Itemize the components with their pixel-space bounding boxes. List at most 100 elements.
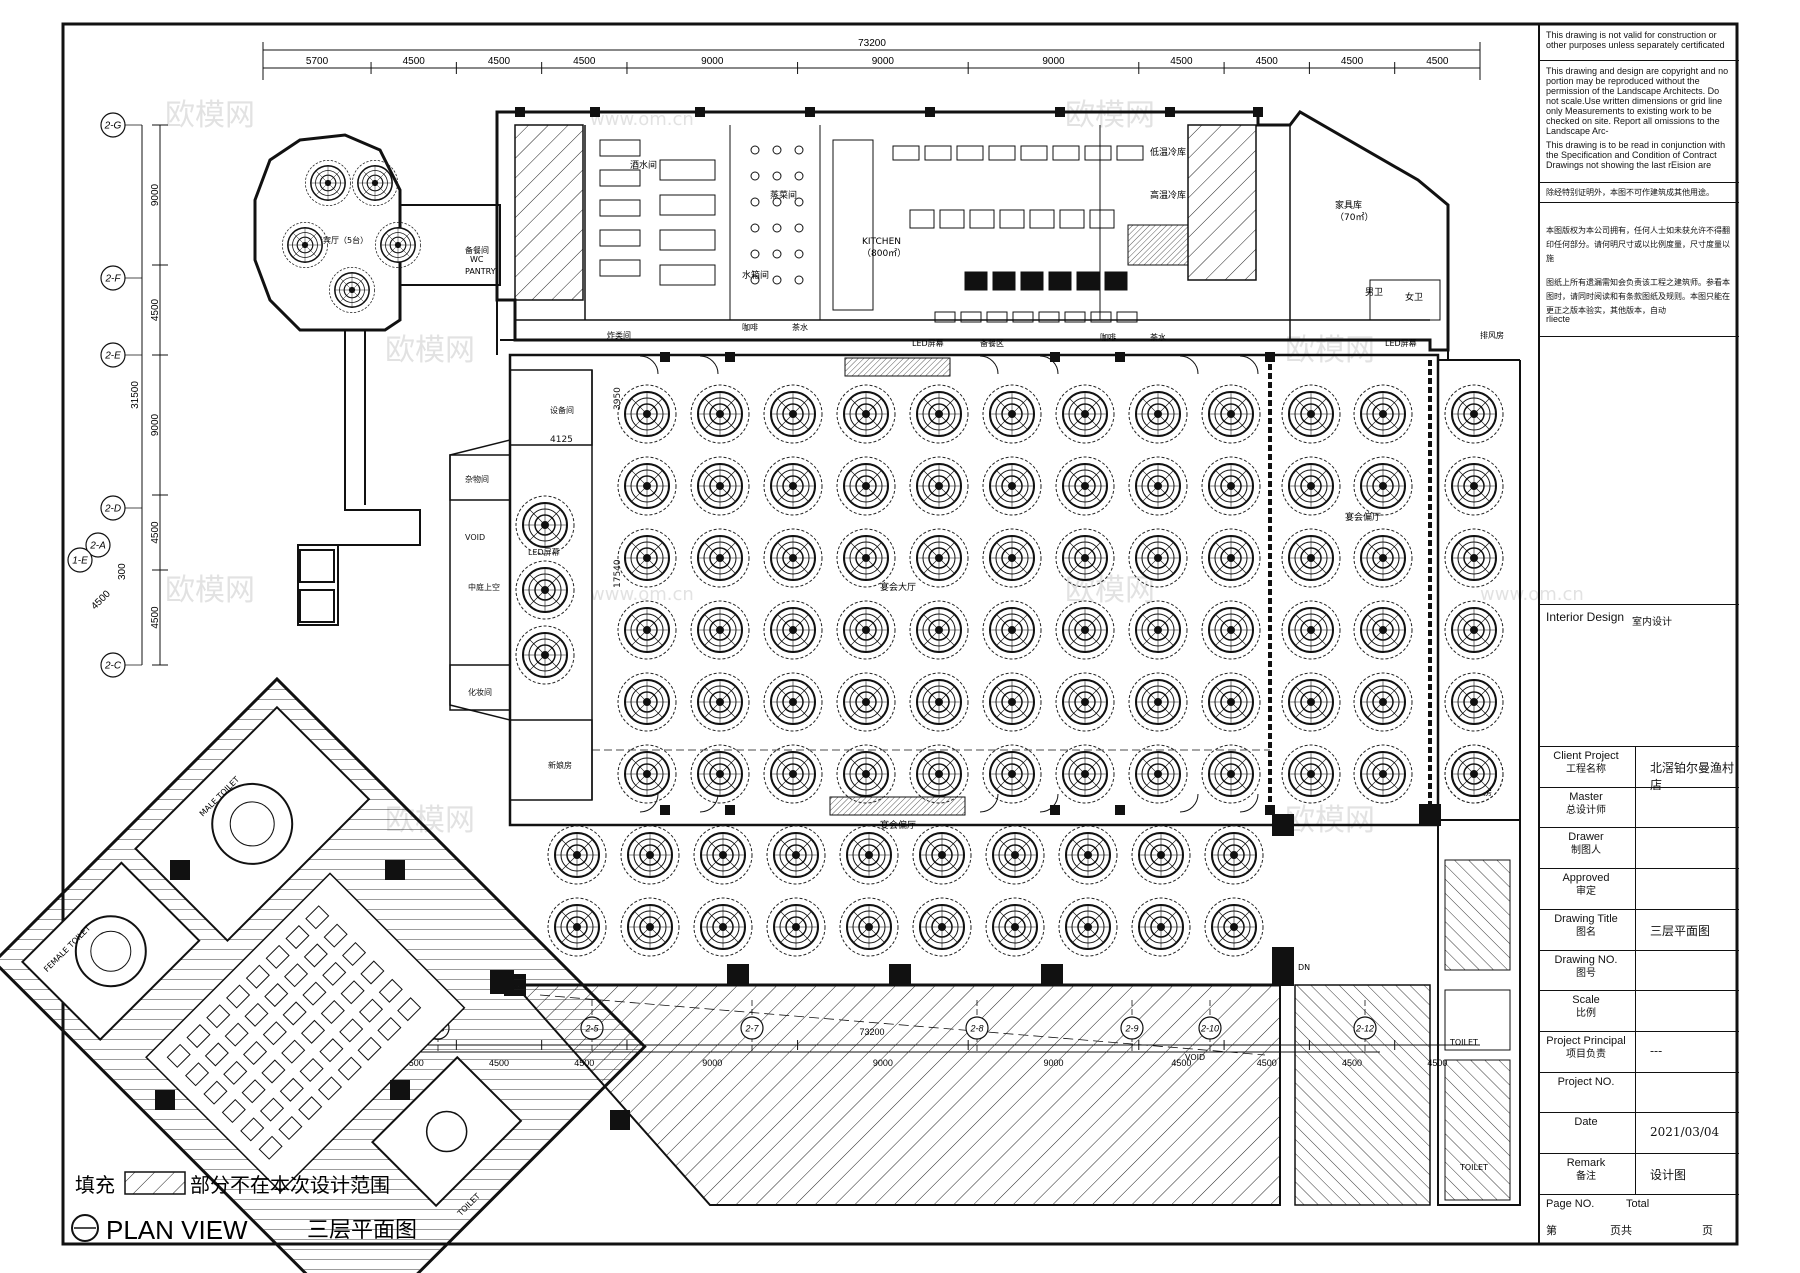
room-label: 贵宾厅（5台） [315, 235, 368, 245]
note-validity: This drawing is not valid for constructi… [1546, 30, 1725, 50]
banquet-table [763, 384, 823, 444]
banquet-table [982, 600, 1042, 660]
titleblock-label-cn: 项目负责 [1566, 1048, 1606, 1060]
banquet-table [515, 625, 575, 685]
room-label: （70㎡） [1335, 212, 1373, 223]
legend-text: 部分不在本次设计范围 [190, 1173, 390, 1197]
banquet-table [909, 528, 969, 588]
grid-axis-label: 2-9 [1124, 1024, 1138, 1034]
room-label: 化妆间 [468, 687, 492, 697]
banquet-table [1281, 600, 1341, 660]
grid-row-axes: 2-G2-F2-E2-D2-A1-E2-C [67, 112, 142, 678]
room-label: 水箱间 [742, 269, 769, 281]
column [1115, 352, 1125, 362]
column [1050, 805, 1060, 815]
vip-table [281, 221, 329, 269]
banquet-table [763, 528, 823, 588]
banquet-table [1204, 825, 1264, 885]
banquet-table [620, 897, 680, 957]
banquet-table [1128, 744, 1188, 804]
column [1115, 805, 1125, 815]
dim-bottom-bay: 9000 [873, 1058, 893, 1068]
banquet-table [1201, 456, 1261, 516]
banquet-table [1128, 672, 1188, 732]
banquet-table [766, 897, 826, 957]
banquet-table [617, 672, 677, 732]
titleblock-value: --- [1650, 1043, 1663, 1058]
room-label: 低温冷库 [1150, 146, 1186, 158]
note-cn-3: 图纸上所有遗漏需知会负责该工程之建筑师。参看本图时，请同时阅读和有条款图纸及规则… [1546, 278, 1730, 315]
dim-label: 4125 [550, 435, 573, 445]
dim-top-bay: 4500 [573, 56, 596, 67]
banquet-table [693, 825, 753, 885]
titleblock-label-cn: 比例 [1576, 1008, 1596, 1020]
column [515, 107, 525, 117]
column [1041, 964, 1063, 986]
west-corridor [297, 330, 421, 626]
room-label: 宴会偏厅 [1345, 511, 1381, 523]
column [725, 352, 735, 362]
room-label: 备餐区 [980, 338, 1004, 348]
banquet-table [763, 600, 823, 660]
dim-bottom-bay: 9000 [1043, 1058, 1063, 1068]
watermark: 欧模网 [1285, 803, 1375, 838]
grid-axis-label: 2-C [104, 661, 122, 672]
titleblock-label-en: Remark [1566, 1157, 1606, 1169]
dim-top-bay: 4500 [403, 56, 426, 67]
west-service-rooms: 设备间 4125 杂物间 VOID 中庭上空 化妆间 新娘房 LED屏幕 175… [449, 369, 623, 801]
banquet-table [1353, 384, 1413, 444]
room-label: 新娘房 [548, 760, 572, 770]
grid-axis-bubble [1198, 1016, 1222, 1040]
grid-axis-bubble [67, 547, 93, 573]
grid-axis-label: 2-E [104, 351, 121, 362]
room-label: 中庭上空 [468, 582, 500, 592]
banquet-table [1128, 456, 1188, 516]
room-label: 茶水 [792, 322, 808, 332]
banquet-table [690, 744, 750, 804]
note-copyright: This drawing and design are copyright an… [1546, 66, 1729, 136]
room-label: VOID [1185, 1053, 1205, 1062]
titleblock-label-en: Master [1569, 790, 1603, 803]
watermark: 欧模网 [165, 573, 255, 608]
grid-axis-bubble [1353, 1016, 1377, 1040]
banquet-table [1201, 672, 1261, 732]
titleblock-row: Drawing NO.图号 [1540, 949, 1739, 991]
dim-left-bay: 4500 [150, 298, 161, 321]
column [1055, 107, 1065, 117]
banquet-table [982, 672, 1042, 732]
room-label: TOILET [1459, 1163, 1488, 1172]
banquet-table [690, 528, 750, 588]
banquet-table [985, 825, 1045, 885]
connector-walls [496, 300, 1449, 360]
room-label: WC [470, 255, 484, 264]
titleblock-label-en: Project NO. [1557, 1075, 1615, 1088]
structural-columns [504, 107, 1441, 996]
column [1419, 804, 1441, 826]
banquet-table [1128, 384, 1188, 444]
title-cn: 三层平面图 [307, 1218, 417, 1243]
banquet-table [1204, 897, 1264, 957]
titleblock-row: Project NO. [1540, 1071, 1739, 1113]
banquet-table [1281, 384, 1341, 444]
banquet-table [617, 744, 677, 804]
grid-axis-bubble [965, 1016, 989, 1040]
column [695, 107, 705, 117]
banquet-table [1201, 744, 1261, 804]
banquet-table [1201, 600, 1261, 660]
vip-table [374, 221, 422, 269]
grid-axis-bubble [1120, 1016, 1144, 1040]
banquet-table [515, 560, 575, 620]
banquet-table [1444, 528, 1504, 588]
grid-axis-label: 2-D [104, 504, 121, 515]
watermark: 欧模网 [1285, 333, 1375, 368]
dim-left-bay: 9000 [150, 413, 161, 436]
dim-label: 17540 [613, 559, 623, 588]
dim-top-bay: 4500 [1256, 56, 1279, 67]
banquet-table [836, 672, 896, 732]
